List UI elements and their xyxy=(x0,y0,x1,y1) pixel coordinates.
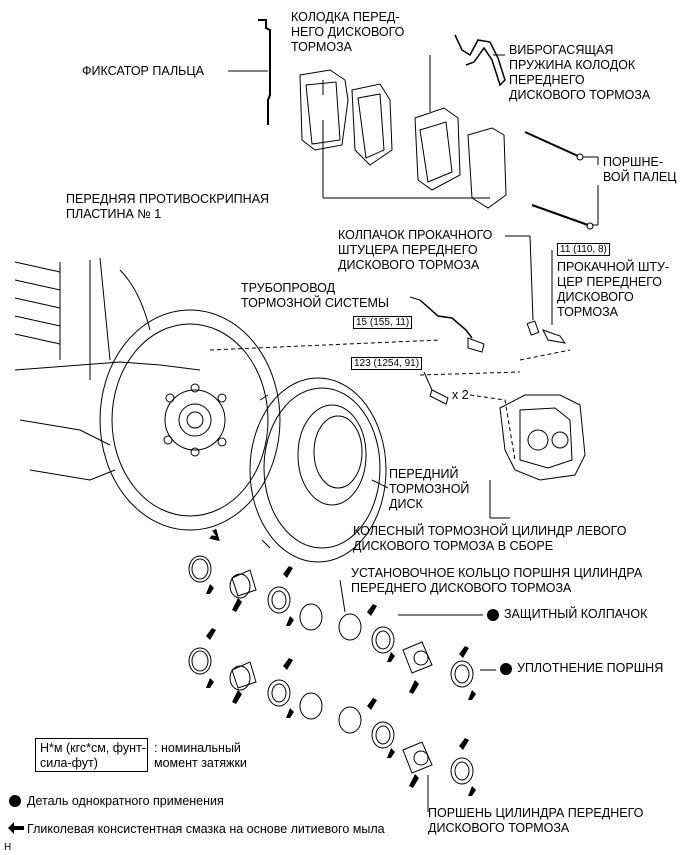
torque-bleeder: 11 (110, 8) xyxy=(557,243,610,256)
label-piston-seal: УПЛОТНЕНИЕ ПОРШНЯ xyxy=(517,661,664,675)
label-boot: ЗАЩИТНЫЙ КОЛПАЧОК xyxy=(504,607,648,621)
label-set-ring: УСТАНОВОЧНОЕ КОЛЬЦО ПОРШНЯ ЦИЛИНДРА ПЕРЕ… xyxy=(351,566,643,595)
piston-pin-part-2 xyxy=(531,204,589,226)
torque-brake-line: 15 (155, 11) xyxy=(353,316,413,329)
grease-arrow-icon xyxy=(8,822,24,834)
label-bleeder-cap: КОЛПАЧОК ПРОКАЧНОГО ШТУЦЕРА ПЕРЕДНЕГО ДИ… xyxy=(338,228,493,272)
legend-torque-units: Н*м (кгс*см, фунт- сила-фут) xyxy=(35,738,148,772)
label-brake-line: ТРУБОПРОВОД ТОРМОЗНОЙ СИСТЕМЫ xyxy=(241,281,389,310)
label-pin-retainer: ФИКСАТОР ПАЛЬЦА xyxy=(82,64,204,78)
legend-non-reusable-dot-icon xyxy=(9,795,21,807)
dust-cover-part xyxy=(99,309,281,531)
grease-arrows xyxy=(8,528,476,834)
anti-squeal-shim-part-2 xyxy=(467,127,507,209)
legend-torque-desc: : номинальный момент затяжки xyxy=(154,741,247,770)
pin-retainer-part xyxy=(258,19,271,125)
piston-pin-part-1 xyxy=(524,131,579,157)
front-pad-part-1 xyxy=(351,83,393,166)
corner-mark: H xyxy=(4,842,12,853)
torque-bolt: 123 (1254, 91) xyxy=(351,357,423,370)
label-front-pad: КОЛОДКА ПЕРЕД- НЕГО ДИСКОВОГО ТОРМОЗА xyxy=(291,10,405,54)
label-cylinder-assy: КОЛЕСНЫЙ ТОРМОЗНОЙ ЦИЛИНДР ЛЕВОГО ДИСКОВ… xyxy=(353,524,627,553)
label-anti-rattle-spring: ВИБРОГАСЯЩАЯ ПРУЖИНА КОЛОДОК ПЕРЕДНЕГО Д… xyxy=(509,43,651,102)
piston-kit-part xyxy=(188,555,474,785)
anti-squeal-shim-part xyxy=(299,69,349,151)
anti-rattle-spring-part xyxy=(454,34,506,87)
non-reusable-dot-icon xyxy=(487,609,499,621)
label-piston: ПОРШЕНЬ ЦИЛИНДРА ПЕРЕДНЕГО ДИСКОВОГО ТОР… xyxy=(428,806,644,835)
front-pad-part-2 xyxy=(414,107,461,191)
caliper-part xyxy=(499,394,586,481)
label-anti-squeal-shim: ПЕРЕДНЯЯ ПРОТИВОСКРИПНАЯ ПЛАСТИНА № 1 xyxy=(66,192,270,221)
label-bleeder-plug: ПРОКАЧНОЙ ШТУ- ЦЕР ПЕРЕДНЕГО ДИСКОВОГО Т… xyxy=(557,260,670,319)
label-disc: ПЕРЕДНИЙ ТОРМОЗНОЙ ДИСК xyxy=(389,467,470,511)
disc-part xyxy=(249,377,387,563)
label-piston-pin: ПОРШНЕ- ВОЙ ПАЛЕЦ xyxy=(603,155,677,184)
label-bolt-qty: x 2 xyxy=(452,388,469,402)
non-reusable-dot-icon xyxy=(500,663,512,675)
legend-non-reusable: Деталь однократного применения xyxy=(27,794,224,808)
legend-grease: Гликолевая консистентная смазка на основ… xyxy=(27,822,385,836)
